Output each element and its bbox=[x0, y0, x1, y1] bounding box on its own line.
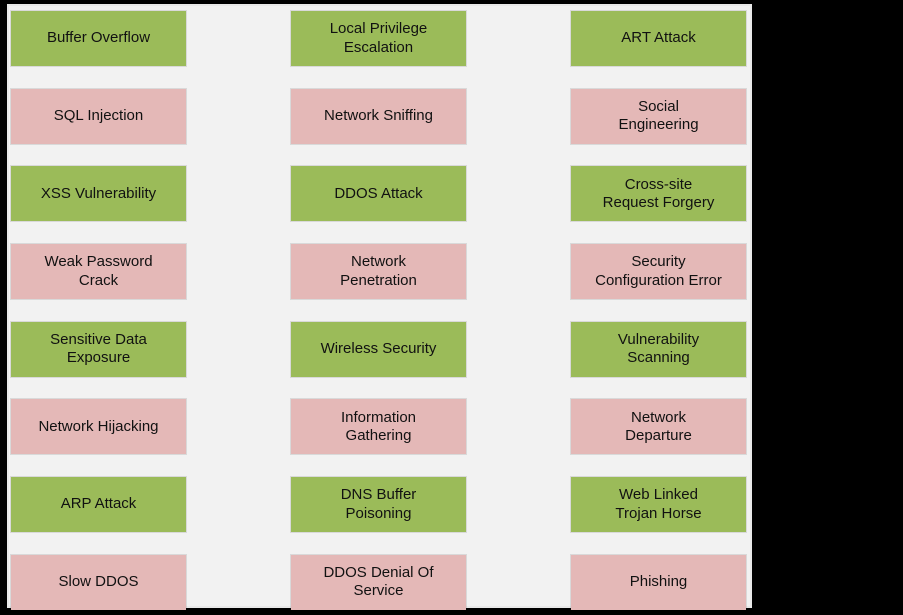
attack-box-r7c3: Web Linked Trojan Horse bbox=[571, 477, 746, 533]
attack-box-r4c1: Weak Password Crack bbox=[11, 244, 186, 300]
attack-box-r7c1: ARP Attack bbox=[11, 477, 186, 533]
attack-grid: Buffer Overflow Local Privilege Escalatio… bbox=[9, 6, 750, 610]
attack-box-r7c2: DNS Buffer Poisoning bbox=[291, 477, 466, 533]
attack-box-r6c1: Network Hijacking bbox=[11, 399, 186, 455]
attack-box-r1c3: ART Attack bbox=[571, 11, 746, 66]
attack-box-r8c1: Slow DDOS bbox=[11, 554, 186, 610]
attack-box-r6c3: Network Departure bbox=[571, 399, 746, 455]
attack-box-r4c3: Security Configuration Error bbox=[571, 244, 746, 300]
attack-box-r6c2: Information Gathering bbox=[291, 399, 466, 455]
attack-box-r3c2: DDOS Attack bbox=[291, 166, 466, 222]
attack-box-r3c3: Cross-site Request Forgery bbox=[571, 166, 746, 222]
attack-box-r3c1: XSS Vulnerability bbox=[11, 166, 186, 222]
attack-box-r2c3: Social Engineering bbox=[571, 88, 746, 144]
attack-box-r1c1: Buffer Overflow bbox=[11, 11, 186, 66]
attack-box-r5c2: Wireless Security bbox=[291, 321, 466, 377]
attack-box-r1c2: Local Privilege Escalation bbox=[291, 11, 466, 66]
attack-box-r5c1: Sensitive Data Exposure bbox=[11, 321, 186, 377]
attack-box-r8c2: DDOS Denial Of Service bbox=[291, 554, 466, 610]
attack-box-r4c2: Network Penetration bbox=[291, 244, 466, 300]
attack-box-r2c1: SQL Injection bbox=[11, 88, 186, 144]
attack-box-r5c3: Vulnerability Scanning bbox=[571, 321, 746, 377]
diagram-panel: Buffer Overflow Local Privilege Escalatio… bbox=[7, 4, 752, 610]
attack-box-r2c2: Network Sniffing bbox=[291, 88, 466, 144]
attack-box-r8c3: Phishing bbox=[571, 554, 746, 610]
